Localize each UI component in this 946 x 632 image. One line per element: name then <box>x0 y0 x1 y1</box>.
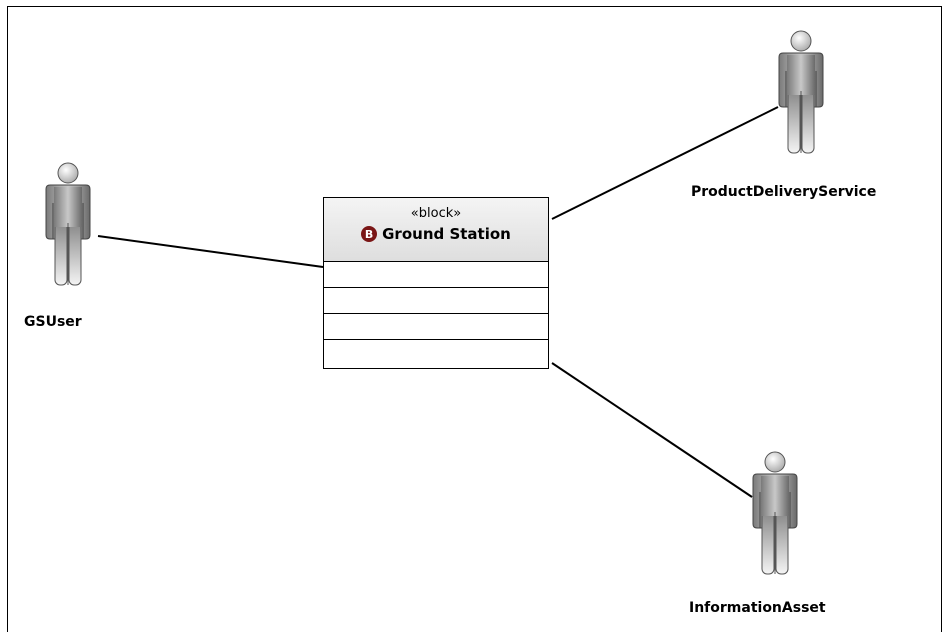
block-compartment[interactable] <box>324 288 548 314</box>
block-name: Ground Station <box>382 225 511 243</box>
block-compartment[interactable] <box>324 314 548 340</box>
block-ground-station[interactable]: «block» B Ground Station <box>323 197 549 369</box>
block-compartment[interactable] <box>324 340 548 366</box>
actor-label-productdeliveryservice: ProductDeliveryService <box>691 184 877 200</box>
association-groundstation-productdeliveryservice[interactable] <box>551 106 779 220</box>
block-header: «block» B Ground Station <box>324 198 548 262</box>
actor-label-informationasset: InformationAsset <box>689 600 826 616</box>
diagram-frame <box>7 6 942 632</box>
block-title-row: B Ground Station <box>324 225 548 243</box>
actor-gsuser-figure[interactable] <box>45 162 91 286</box>
block-type-icon: B <box>361 226 378 242</box>
block-compartment[interactable] <box>324 262 548 288</box>
actor-productdeliveryservice-figure[interactable] <box>778 30 824 154</box>
actor-informationasset-figure[interactable] <box>752 451 798 575</box>
association-groundstation-informationasset[interactable] <box>551 362 753 498</box>
actor-label-gsuser: GSUser <box>24 314 82 330</box>
association-gsuser-groundstation[interactable] <box>97 235 324 268</box>
block-stereotype: «block» <box>410 206 462 221</box>
